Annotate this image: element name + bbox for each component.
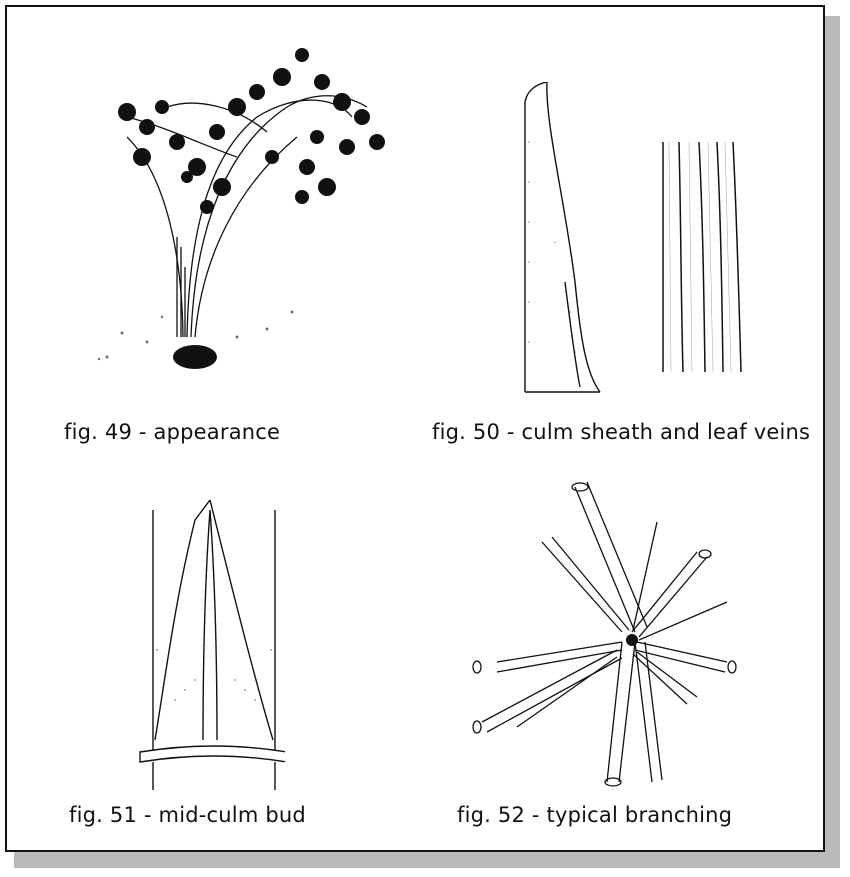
fig-49-appearance-illustration: [87, 37, 407, 377]
mid-culm-bud-drawing: [139, 500, 285, 790]
fig-52-typical-branching-illustration: [457, 482, 757, 787]
fig-50-caption: fig. 50 - culm sheath and leaf veins: [432, 420, 811, 444]
fig-51-mid-culm-bud-illustration: [135, 500, 285, 790]
fig-50-leaf-veins-illustration: [659, 142, 749, 377]
fig-49-caption: fig. 49 - appearance: [64, 420, 281, 444]
fig-51-caption: fig. 51 - mid-culm bud: [69, 803, 306, 827]
fig-50-culm-sheath-illustration: [515, 82, 605, 402]
bamboo-plant-drawing: [97, 48, 385, 369]
culm-sheath-drawing: [524, 82, 601, 393]
leaf-veins-drawing: [662, 142, 742, 373]
branching-drawing: [472, 482, 737, 787]
illustration-plate: fig. 49 - appearance: [5, 5, 825, 852]
fig-52-caption: fig. 52 - typical branching: [457, 803, 733, 827]
